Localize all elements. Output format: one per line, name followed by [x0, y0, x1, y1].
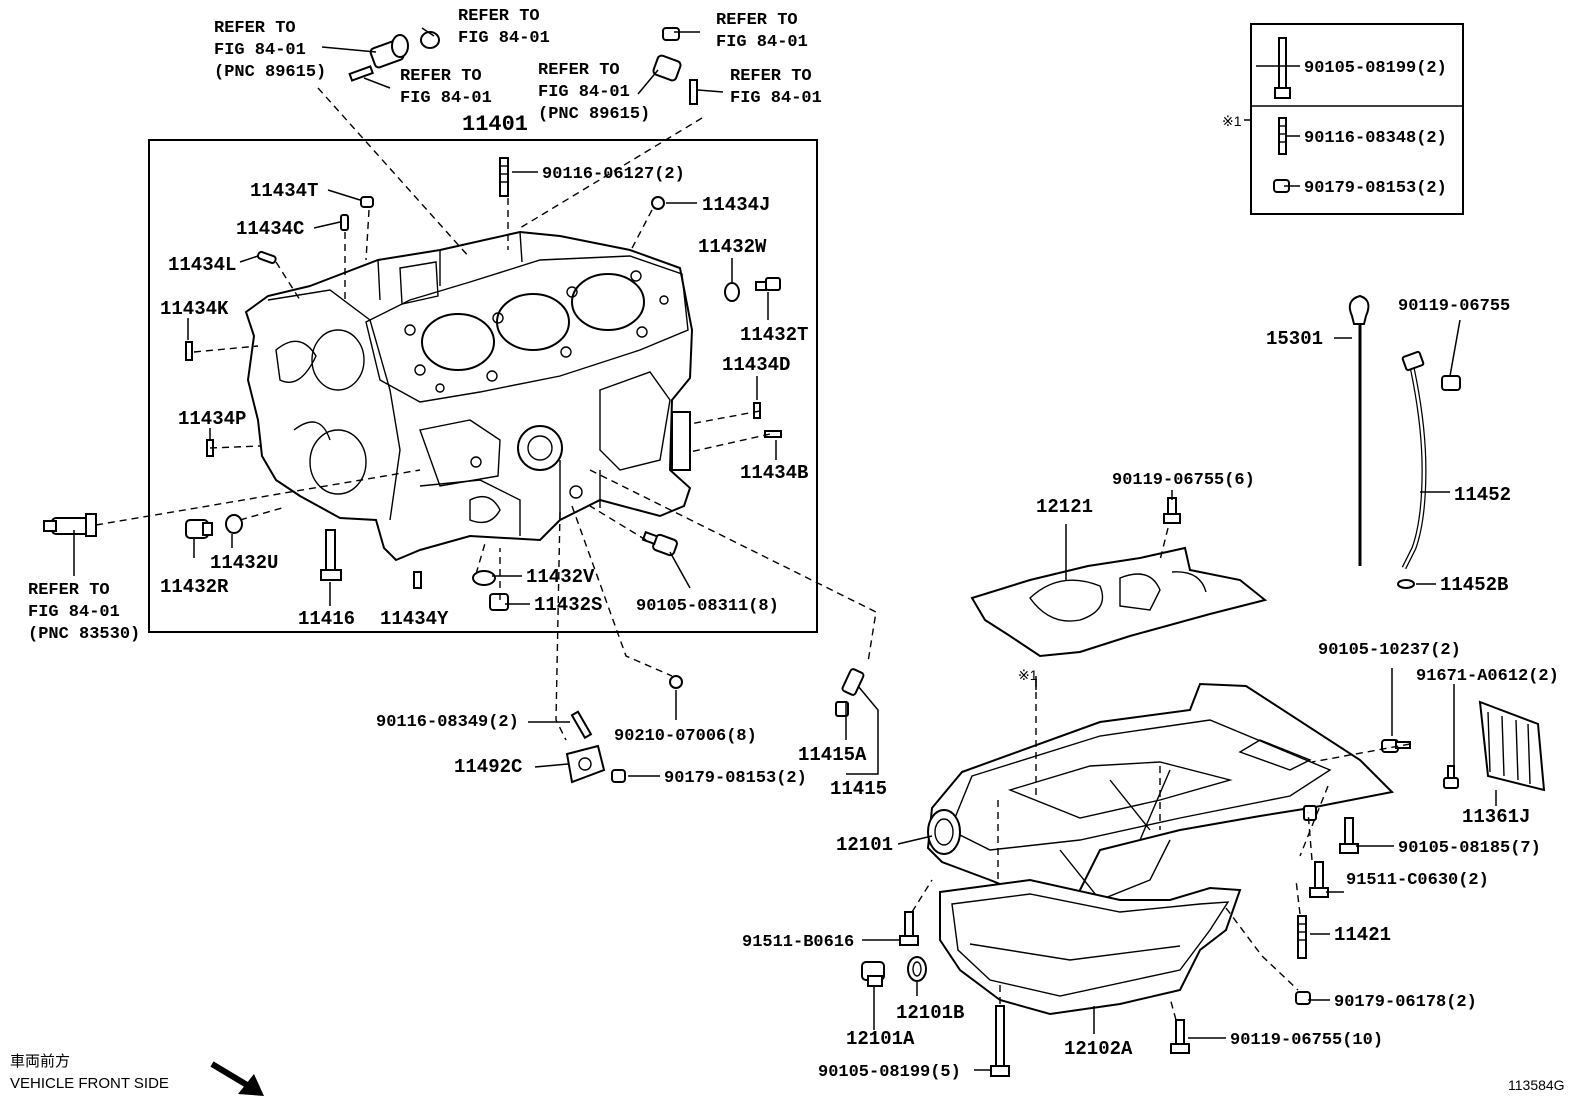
- block-small-parts: [185, 157, 782, 611]
- refer-line: REFER TO: [214, 19, 296, 38]
- dipstick-15301: [1348, 294, 1370, 566]
- label-90105-10237: 90105-10237(2): [1318, 641, 1461, 660]
- label-90116-06127: 90116-06127(2): [542, 165, 685, 184]
- label-11432s: 11432S: [534, 594, 602, 616]
- label-11432v: 11432V: [526, 566, 595, 588]
- label-refer-2: REFER TO FIG 84-01: [458, 7, 550, 48]
- label-90179-06178: 90179-06178(2): [1334, 993, 1477, 1012]
- label-11434b: 11434B: [740, 462, 808, 484]
- label-15301: 15301: [1266, 328, 1323, 350]
- label-90105-08199-5: 90105-08199(5): [818, 1063, 961, 1082]
- label-12121: 12121: [1036, 496, 1093, 518]
- label-refer-3: REFER TO FIG 84-01: [400, 67, 492, 108]
- label-12102a: 12102A: [1064, 1038, 1133, 1060]
- refer-line: REFER TO: [400, 67, 482, 86]
- refer-line: (PNC 89615): [214, 63, 326, 82]
- label-12101a: 12101A: [846, 1028, 915, 1050]
- label-11421: 11421: [1334, 924, 1391, 946]
- label-91671-a0612: 91671-A0612(2): [1416, 667, 1559, 686]
- cylinder-block-drawing: [244, 230, 694, 562]
- refer-line: (PNC 83530): [28, 625, 140, 644]
- leader-lines: [73, 27, 1497, 1071]
- bolt-set-box: [1250, 23, 1464, 215]
- refer-line: FIG 84-01: [538, 83, 630, 102]
- refer-line: REFER TO: [458, 7, 540, 26]
- refer-line: FIG 84-01: [730, 89, 822, 108]
- oil-pan-lower-12102a: [939, 878, 1242, 1016]
- refer-line: FIG 84-01: [458, 29, 550, 48]
- refer-line: REFER TO: [716, 11, 798, 30]
- label-11434t: 11434T: [250, 180, 318, 202]
- front-arrow-icon: [210, 1061, 264, 1096]
- baffle-plate-12121: [970, 497, 1268, 658]
- label-refer-6: REFER TO FIG 84-01: [730, 67, 822, 108]
- label-11434d: 11434D: [722, 354, 790, 376]
- note-mark-pan: ※1: [1018, 667, 1038, 683]
- bolt-set-parts: [1273, 37, 1291, 193]
- label-90119-06755: 90119-06755: [1398, 297, 1510, 316]
- label-11492c: 11492C: [454, 756, 522, 778]
- refer-line: REFER TO: [730, 67, 812, 86]
- engine-block-group-box: [148, 139, 818, 633]
- label-90179-08153: 90179-08153(2): [664, 769, 807, 788]
- label-90105-08185: 90105-08185(7): [1398, 839, 1541, 858]
- label-91511-c0630: 91511-C0630(2): [1346, 871, 1489, 890]
- refer-line: FIG 84-01: [28, 603, 120, 622]
- label-11432t: 11432T: [740, 324, 808, 346]
- label-refer-5: REFER TO FIG 84-01: [716, 11, 808, 52]
- label-refer-7: REFER TO FIG 84-01 (PNC 83530): [28, 581, 140, 644]
- label-11415: 11415: [830, 778, 887, 800]
- label-11432r: 11432R: [160, 576, 229, 598]
- gasket-12101b: [907, 956, 927, 982]
- pan-bolts: [899, 817, 1359, 1077]
- cover-plate-11492c: [565, 675, 683, 784]
- label-90119-06755-6: 90119-06755(6): [1112, 471, 1255, 490]
- label-11434j: 11434J: [702, 194, 770, 216]
- refer-line: FIG 84-01: [716, 33, 808, 52]
- label-11361j: 11361J: [1462, 806, 1530, 828]
- refer-parts-top: [348, 27, 698, 105]
- label-90179-08153-box: 90179-08153(2): [1304, 179, 1447, 198]
- refer-line: FIG 84-01: [400, 89, 492, 108]
- label-90116-08348: 90116-08348(2): [1304, 129, 1447, 148]
- label-11432u: 11432U: [210, 552, 278, 574]
- label-90119-06755-10: 90119-06755(10): [1230, 1031, 1383, 1050]
- cover-11361j: [1381, 700, 1546, 792]
- label-90105-08199-box: 90105-08199(2): [1304, 59, 1447, 78]
- refer-line: FIG 84-01: [214, 41, 306, 60]
- label-11434k: 11434K: [160, 298, 229, 320]
- label-11434y: 11434Y: [380, 608, 449, 630]
- label-11401: 11401: [462, 112, 528, 137]
- assembly-lines: [95, 87, 1411, 1021]
- label-11452b: 11452B: [1440, 574, 1508, 596]
- figure-id: 113584G: [1508, 1077, 1565, 1093]
- label-11452: 11452: [1454, 484, 1511, 506]
- label-11415a: 11415A: [798, 744, 867, 766]
- vehicle-front-en: VEHICLE FRONT SIDE: [10, 1075, 169, 1092]
- refer-line: REFER TO: [28, 581, 110, 600]
- drain-plug-12101a: [861, 961, 885, 987]
- refer-line: REFER TO: [538, 61, 620, 80]
- refer-line: (PNC 89615): [538, 105, 650, 124]
- label-91511-b0616: 91511-B0616: [742, 933, 854, 952]
- knock-sensor-refer: [43, 513, 97, 537]
- dipstick-guide-11452: [1397, 350, 1461, 589]
- label-12101: 12101: [836, 834, 893, 856]
- label-11434c: 11434C: [236, 218, 304, 240]
- label-90210-07006: 90210-07006(8): [614, 727, 757, 746]
- label-11432w: 11432W: [698, 236, 767, 258]
- label-refer-4: REFER TO FIG 84-01 (PNC 89615): [538, 61, 650, 124]
- label-refer-1: REFER TO FIG 84-01 (PNC 89615): [214, 19, 326, 82]
- label-12101b: 12101B: [896, 1002, 964, 1024]
- label-11434l: 11434L: [168, 254, 236, 276]
- sensor-11415: [835, 668, 865, 717]
- label-11434p: 11434P: [178, 408, 246, 430]
- label-11416: 11416: [298, 608, 355, 630]
- note-mark-box: ※1: [1222, 113, 1242, 129]
- vehicle-front-jp: 車両前方: [10, 1053, 70, 1070]
- label-90105-08311: 90105-08311(8): [636, 597, 779, 616]
- label-90116-08349: 90116-08349(2): [376, 713, 519, 732]
